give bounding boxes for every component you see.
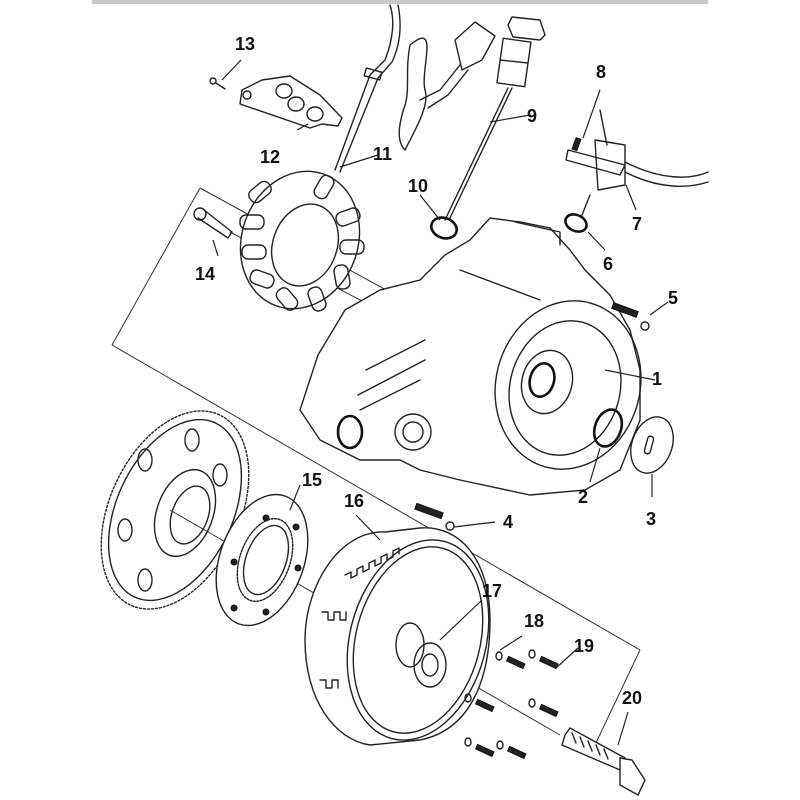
- stator: [239, 170, 365, 312]
- top-border-bar: [92, 0, 708, 4]
- callout-19: 19: [574, 636, 594, 656]
- callout-6: 6: [603, 254, 613, 274]
- pickup-sensor: [565, 109, 709, 216]
- callout-16: 16: [344, 491, 364, 511]
- washers-and-bolts: [464, 649, 559, 760]
- callout-17: 17: [482, 581, 502, 601]
- callout-15: 15: [302, 470, 322, 490]
- timing-cap-3: [630, 416, 674, 474]
- o-ring-10: [430, 216, 458, 240]
- callout-1: 1: [652, 369, 662, 389]
- flywheel-rotor: [304, 527, 491, 746]
- callout-7: 7: [632, 214, 642, 234]
- callout-4: 4: [503, 512, 513, 532]
- o-ring-2: [592, 408, 624, 448]
- callout-10: 10: [408, 176, 428, 196]
- callout-12: 12: [260, 147, 280, 167]
- callout-13: 13: [235, 34, 255, 54]
- bolt-4: [414, 502, 455, 531]
- one-way-clutch: [215, 493, 309, 627]
- callout-3: 3: [646, 509, 656, 529]
- bolt-5: [611, 302, 650, 331]
- callout-20: 20: [622, 688, 642, 708]
- sensor-switch: [444, 16, 546, 221]
- cover-gasket-hole: [336, 414, 364, 450]
- callout-2: 2: [578, 487, 588, 507]
- callout-8: 8: [596, 62, 606, 82]
- callout-11: 11: [373, 144, 392, 164]
- wire-clamp-plate: [239, 75, 343, 129]
- callout-14: 14: [195, 264, 215, 284]
- wire-harness: [334, 4, 428, 173]
- callout-9: 9: [527, 106, 537, 126]
- callout-18: 18: [524, 611, 544, 631]
- o-ring-6: [564, 213, 588, 233]
- flywheel-bolt-20: [561, 727, 646, 796]
- callout-5: 5: [668, 288, 678, 308]
- screw-13: [209, 77, 226, 90]
- dowel-bolt-14: [193, 207, 233, 239]
- connector-plug: [419, 21, 496, 109]
- callout-labels: 1 2 3 4 5 6 7 8 9 10 11 12 13 14 15 16 1…: [195, 34, 678, 708]
- leader-lines: [212, 59, 669, 746]
- crankcase-cover: [299, 217, 642, 496]
- screw-8: [571, 137, 582, 152]
